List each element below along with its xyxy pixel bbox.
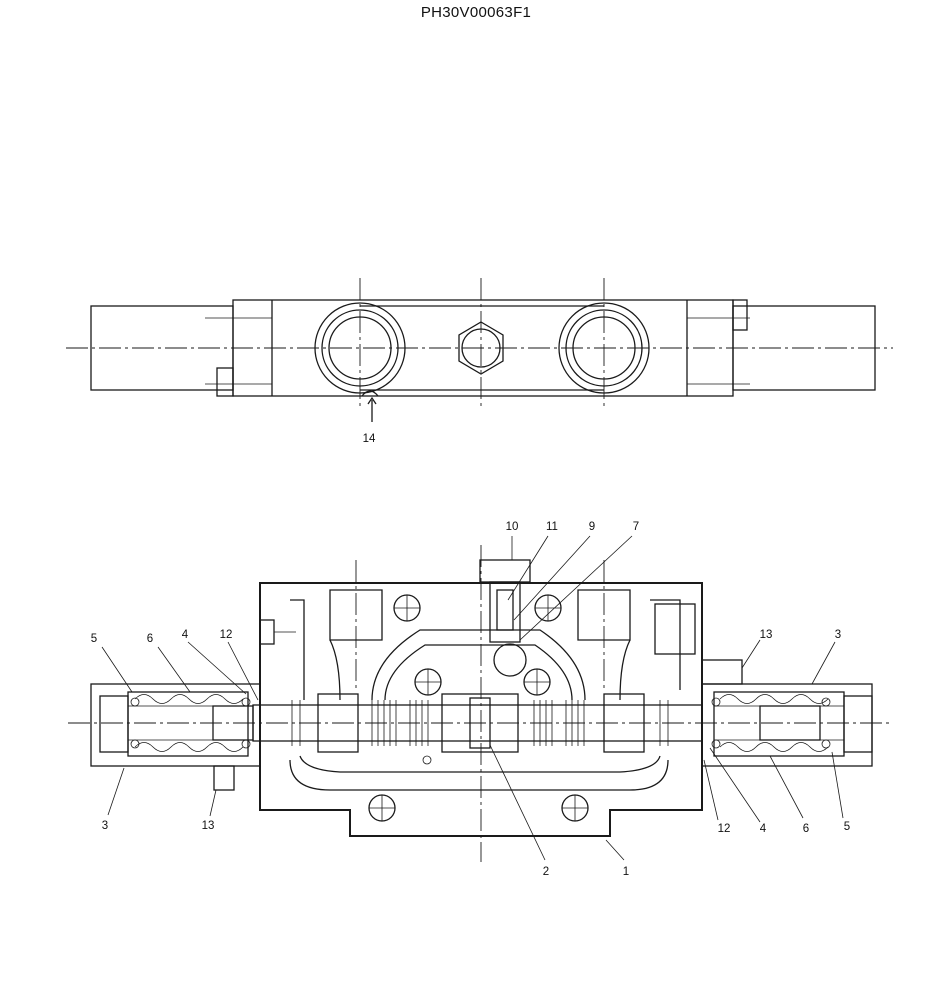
callout-11: 11: [546, 521, 558, 533]
callout-14: 14: [363, 433, 376, 445]
callout-5-left: 5: [91, 633, 97, 645]
callout-13-right: 13: [760, 629, 773, 641]
callout-7: 7: [633, 521, 639, 533]
callout-4-left: 4: [182, 629, 189, 641]
callout-9: 9: [589, 521, 595, 533]
callout-4-right: 4: [760, 823, 767, 835]
callout-12-left: 12: [220, 629, 233, 641]
callout-2: 2: [543, 866, 549, 878]
callout-3-left: 3: [102, 820, 108, 832]
callout-10: 10: [506, 521, 519, 533]
callout-6-left: 6: [147, 633, 153, 645]
callout-3-right: 3: [835, 629, 841, 641]
callout-5-right: 5: [844, 821, 850, 833]
section-view: [68, 535, 893, 862]
callout-1: 1: [623, 866, 629, 878]
section-view-callouts: 10 11 9 7 5 6 4 12 13 3 3 13 2 1 12 4 6 …: [91, 521, 850, 878]
callout-12-right: 12: [718, 823, 731, 835]
top-view: [66, 278, 893, 422]
top-view-callouts: 14: [363, 433, 376, 445]
callout-13-left: 13: [202, 820, 215, 832]
callout-6-right: 6: [803, 823, 809, 835]
drawing-number: PH30V00063F1: [420, 4, 532, 21]
